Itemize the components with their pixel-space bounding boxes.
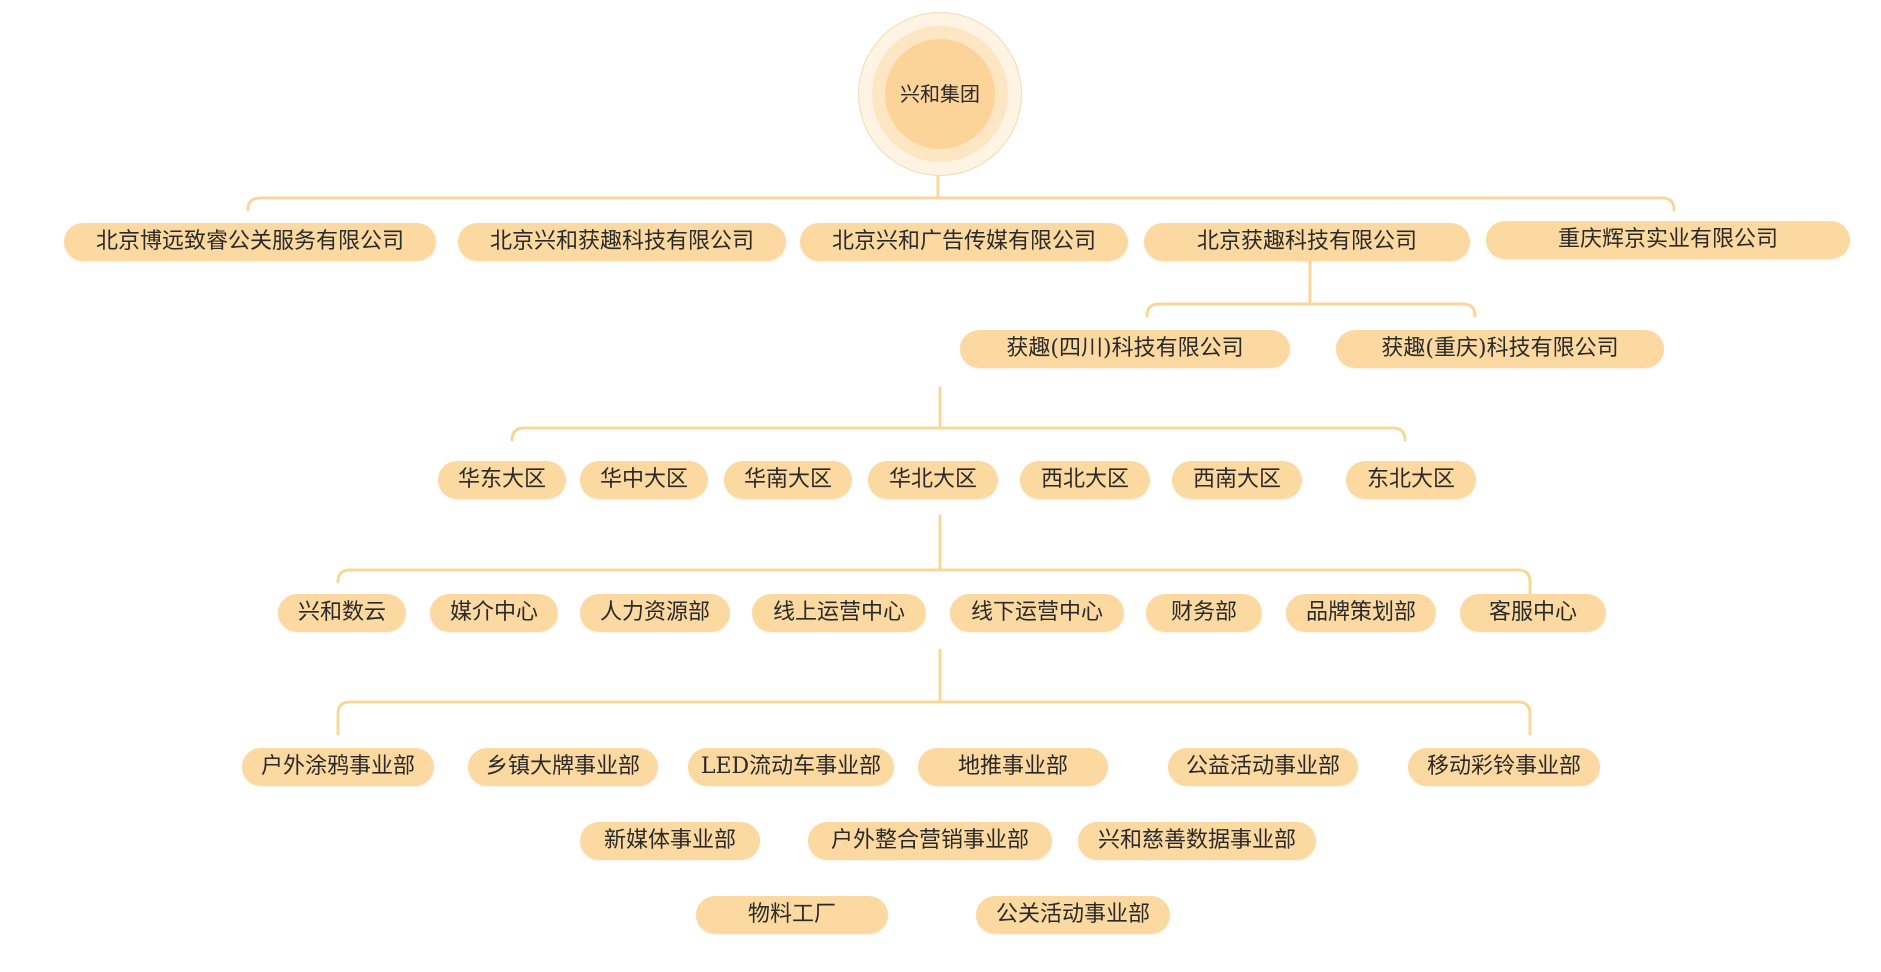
- department-node: 人力资源部: [580, 594, 730, 632]
- company-node: 重庆辉京实业有限公司: [1486, 221, 1850, 259]
- subsidiary-node: 获趣(重庆)科技有限公司: [1336, 330, 1664, 368]
- region-node: 西北大区: [1020, 461, 1150, 499]
- connector-root-companies: [246, 174, 1676, 212]
- business-unit-node: 乡镇大牌事业部: [468, 748, 658, 786]
- connector-huoqu-subsidiaries: [1145, 260, 1477, 318]
- region-node: 东北大区: [1346, 461, 1476, 499]
- department-node: 兴和数云: [278, 594, 406, 632]
- business-unit-node: 物料工厂: [696, 896, 888, 934]
- department-node: 媒介中心: [430, 594, 558, 632]
- department-node: 财务部: [1146, 594, 1262, 632]
- region-node: 华南大区: [724, 461, 852, 499]
- business-unit-node: 户外涂鸦事业部: [242, 748, 434, 786]
- business-unit-node: 公关活动事业部: [976, 896, 1170, 934]
- business-unit-node: LED流动车事业部: [688, 748, 894, 786]
- connector-business-units: [336, 648, 1532, 736]
- business-unit-node: 新媒体事业部: [580, 822, 760, 860]
- region-node: 华北大区: [868, 461, 998, 499]
- business-unit-node: 移动彩铃事业部: [1408, 748, 1600, 786]
- business-unit-node: 户外整合营销事业部: [808, 822, 1052, 860]
- root-node: 兴和集团: [885, 39, 995, 149]
- business-unit-node: 地推事业部: [918, 748, 1108, 786]
- subsidiary-node: 获趣(四川)科技有限公司: [960, 330, 1290, 368]
- department-node: 线上运营中心: [752, 594, 926, 632]
- business-unit-node: 公益活动事业部: [1168, 748, 1358, 786]
- company-node: 北京兴和广告传媒有限公司: [800, 223, 1128, 261]
- department-node: 品牌策划部: [1286, 594, 1436, 632]
- region-node: 西南大区: [1172, 461, 1302, 499]
- business-unit-node: 兴和慈善数据事业部: [1078, 822, 1316, 860]
- company-node: 北京博远致睿公关服务有限公司: [64, 223, 436, 261]
- connector-departments: [336, 514, 1532, 598]
- department-node: 客服中心: [1460, 594, 1606, 632]
- department-node: 线下运营中心: [950, 594, 1124, 632]
- connector-regions: [510, 386, 1407, 442]
- company-node: 北京获趣科技有限公司: [1144, 223, 1470, 261]
- region-node: 华中大区: [580, 461, 708, 499]
- company-node: 北京兴和获趣科技有限公司: [458, 223, 786, 261]
- region-node: 华东大区: [438, 461, 566, 499]
